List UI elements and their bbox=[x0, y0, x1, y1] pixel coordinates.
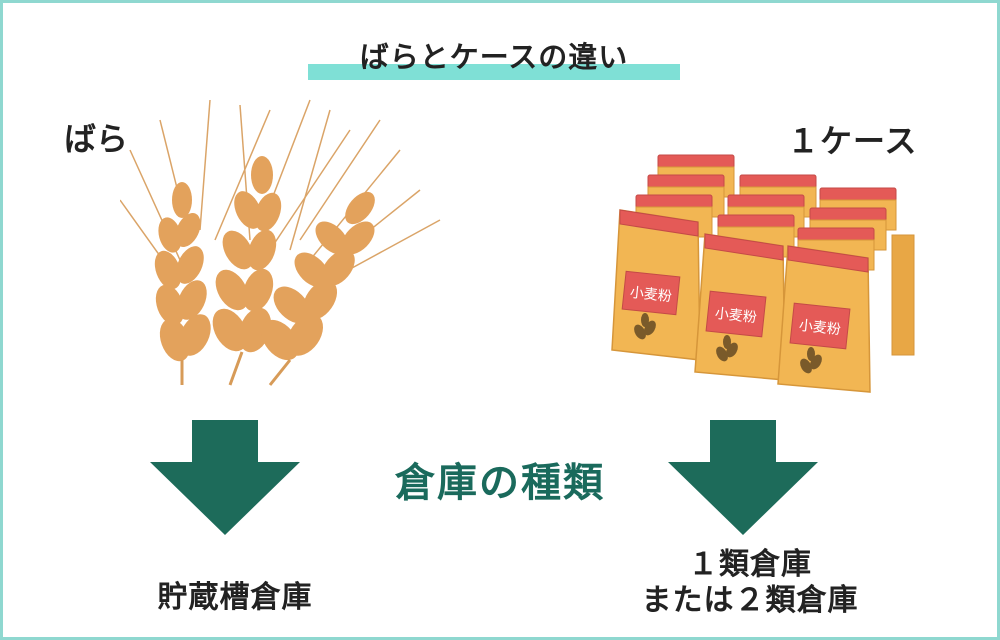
flour-bag: 小麦粉 bbox=[694, 233, 786, 381]
flour-bags-illustration: 小麦粉 小麦粉 小麦粉 bbox=[611, 154, 915, 393]
flour-bag: 小麦粉 bbox=[777, 245, 871, 393]
bulk-warehouse-result: 貯蔵槽倉庫 bbox=[157, 580, 313, 615]
case-warehouse-line2: または２類倉庫 bbox=[641, 583, 859, 618]
bag-label: 小麦粉 bbox=[629, 285, 672, 305]
case-label: １ケース bbox=[787, 122, 918, 160]
flour-bag: 小麦粉 bbox=[611, 209, 701, 361]
wheat-illustration bbox=[120, 99, 441, 386]
diagram-title: ばらとケースの違い bbox=[359, 40, 629, 74]
down-arrow-icon bbox=[150, 420, 300, 535]
case-warehouse-result: １類倉庫 または２類倉庫 bbox=[600, 547, 900, 619]
case-warehouse-line1: １類倉庫 bbox=[688, 547, 812, 582]
title-underline bbox=[308, 64, 680, 80]
bag-label: 小麦粉 bbox=[798, 318, 841, 338]
warehouse-type-label: 倉庫の種類 bbox=[395, 460, 605, 506]
down-arrow-icon bbox=[668, 420, 818, 535]
bulk-label: ばら bbox=[64, 120, 129, 158]
bag-label: 小麦粉 bbox=[714, 306, 757, 326]
